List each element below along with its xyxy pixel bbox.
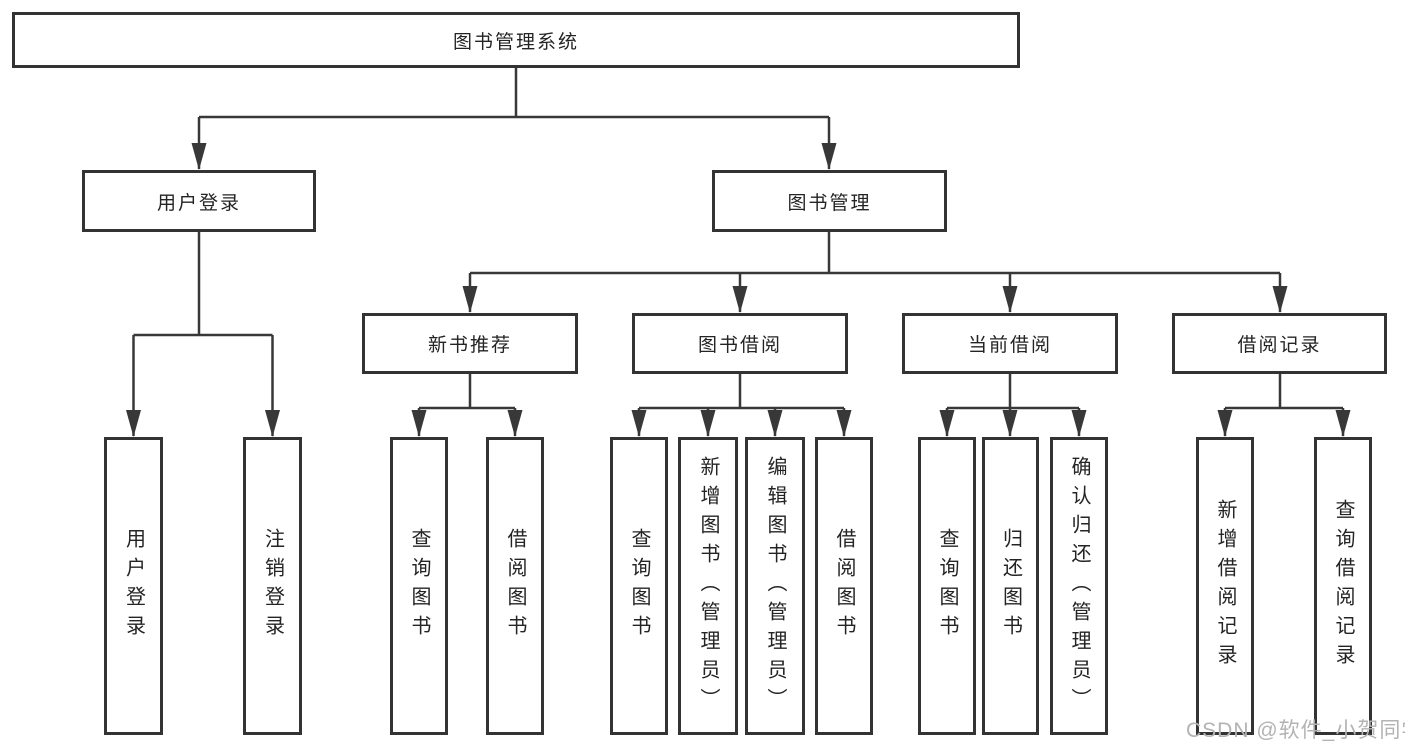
leaf-query-borrow-record-label: 查询借阅记录 (1332, 499, 1354, 673)
leaf-query-books-current: 查询图书 (918, 437, 976, 735)
leaf-confirm-return-admin-label: 确认归还（管理员） (1068, 455, 1090, 717)
node-user-login: 用户登录 (82, 170, 316, 232)
leaf-add-borrow-record: 新增借阅记录 (1196, 437, 1254, 735)
node-borrow-records: 借阅记录 (1172, 313, 1387, 374)
leaf-query-borrow-record: 查询借阅记录 (1314, 437, 1372, 735)
node-current-borrow: 当前借阅 (902, 313, 1118, 374)
leaf-add-book-admin: 新增图书（管理员） (678, 437, 738, 735)
leaf-edit-book-admin-label: 编辑图书（管理员） (764, 455, 786, 717)
leaf-confirm-return-admin: 确认归还（管理员） (1050, 437, 1108, 735)
leaf-query-books-recommend: 查询图书 (390, 437, 448, 735)
connector-user-login-children (126, 232, 280, 437)
leaf-query-books-borrow: 查询图书 (610, 437, 668, 735)
connector-book-borrow-children (631, 374, 852, 437)
leaf-user-login-label: 用户登录 (122, 528, 145, 644)
connector-book-management-children (462, 232, 1288, 313)
connector-current-borrow-children (939, 374, 1087, 437)
node-library-system: 图书管理系统 (12, 12, 1020, 68)
leaf-logout-login: 注销登录 (243, 437, 302, 735)
leaf-query-books-recommend-label: 查询图书 (408, 528, 430, 644)
leaf-query-books-borrow-label: 查询图书 (628, 528, 650, 644)
leaf-return-books: 归还图书 (982, 437, 1039, 735)
leaf-borrow-books-recommend-label: 借阅图书 (504, 528, 526, 644)
node-book-borrow: 图书借阅 (632, 313, 848, 374)
node-new-book-recommend: 新书推荐 (362, 313, 578, 374)
leaf-logout-login-label: 注销登录 (261, 528, 284, 644)
connector-new-book-recommend-children (411, 374, 523, 437)
leaf-borrow-books: 借阅图书 (815, 437, 873, 735)
leaf-user-login: 用户登录 (104, 437, 163, 735)
leaf-borrow-books-recommend: 借阅图书 (486, 437, 544, 735)
leaf-add-borrow-record-label: 新增借阅记录 (1214, 499, 1236, 673)
leaf-add-book-admin-label: 新增图书（管理员） (697, 455, 719, 717)
csdn-watermark: CSDN @软件_小贺同学 (1186, 719, 1405, 742)
leaf-query-books-current-label: 查询图书 (936, 528, 958, 644)
leaf-return-books-label: 归还图书 (999, 528, 1022, 644)
connector-root-to-level2 (191, 68, 837, 170)
node-book-management: 图书管理 (712, 170, 947, 232)
leaf-edit-book-admin: 编辑图书（管理员） (745, 437, 805, 735)
leaf-borrow-books-label: 借阅图书 (833, 528, 855, 644)
connector-borrow-records-children (1217, 374, 1351, 437)
